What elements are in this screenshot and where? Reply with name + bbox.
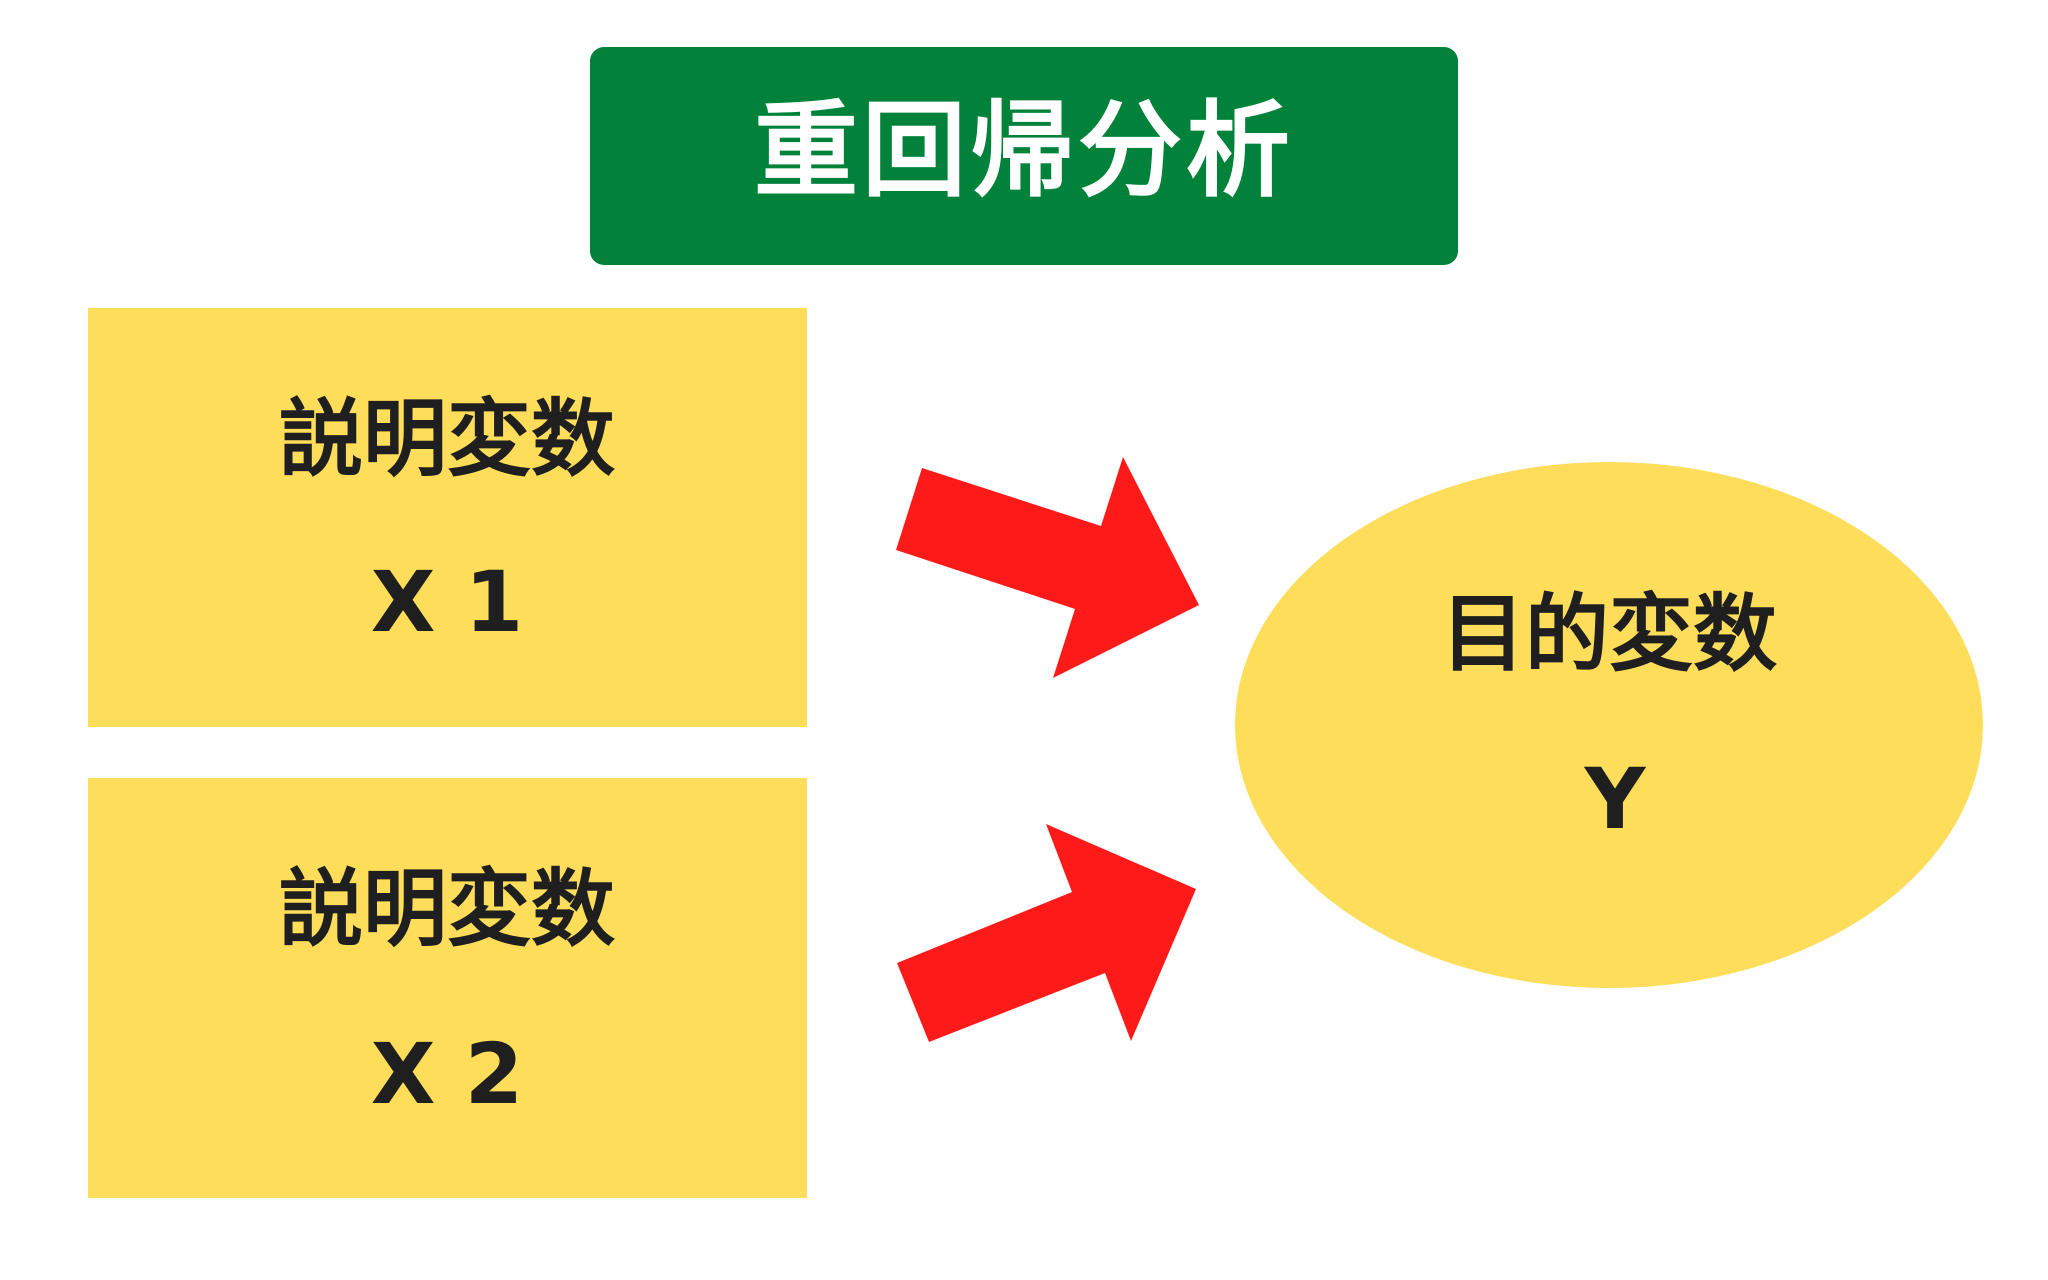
target-variable-ellipse: 目的変数 Y [1235,462,1983,988]
title-background [590,47,1458,265]
ellipse-background [1235,462,1983,988]
ellipse-symbol: Y [1584,750,1647,848]
box-label: 説明変数 [279,390,615,488]
title-text: 重回帰分析 [754,89,1294,211]
box-label: 説明変数 [279,860,615,958]
explanatory-variable-box-2: 説明変数 X 2 [88,778,807,1198]
arrow-right-up-icon [897,824,1196,1042]
ellipse-label: 目的変数 [1441,585,1777,683]
title-banner: 重回帰分析 [590,47,1458,265]
box-symbol: X 2 [371,1025,523,1123]
box-symbol: X 1 [371,553,523,651]
explanatory-variable-box-1: 説明変数 X 1 [88,308,807,727]
arrow-right-down-icon [896,457,1199,678]
box-background [88,308,807,727]
box-background [88,778,807,1198]
